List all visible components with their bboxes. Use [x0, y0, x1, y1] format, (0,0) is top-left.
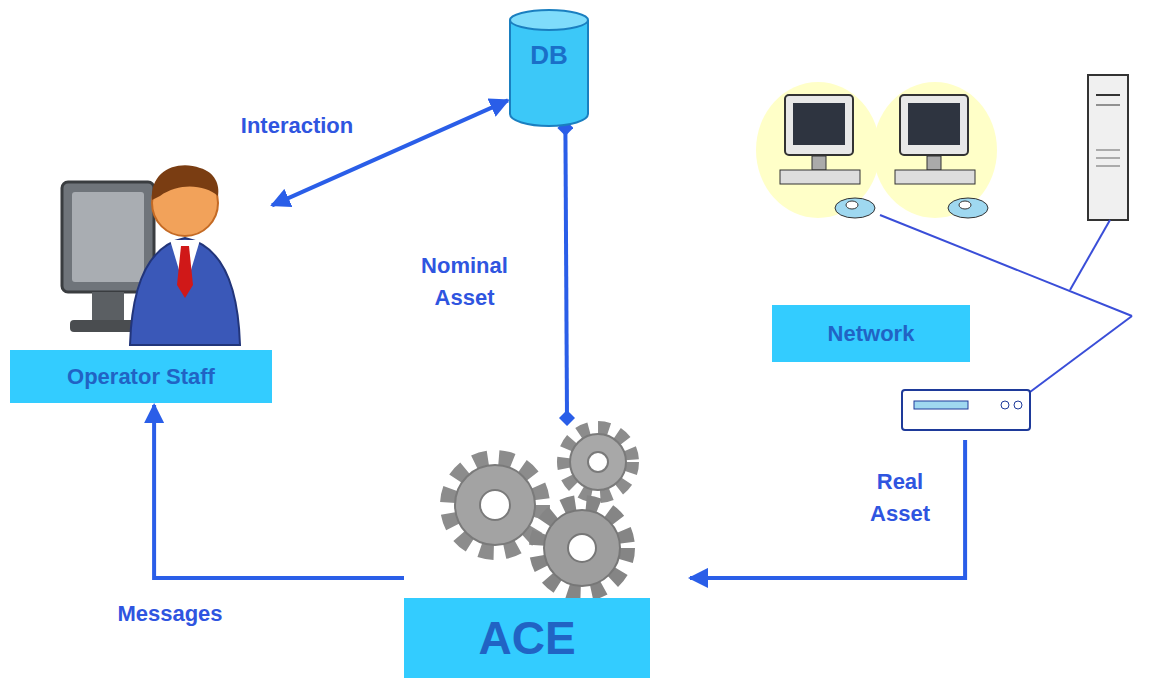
server-tower — [1088, 75, 1128, 220]
connector-arrow — [690, 440, 965, 578]
ace-node: ACE — [404, 418, 690, 678]
connector-arrow — [565, 128, 567, 418]
connector-arrow — [154, 405, 404, 578]
edge-label: Interaction — [212, 110, 382, 142]
router — [902, 390, 1030, 430]
network-node: Network — [750, 65, 1130, 440]
gear — [537, 503, 627, 593]
operator-node: Operator Staff — [10, 170, 272, 405]
computer — [895, 95, 988, 218]
node-label-band: ACE — [404, 598, 650, 678]
edge-label: Real Asset — [850, 466, 950, 530]
network-wires — [880, 215, 1132, 392]
edge-label: Messages — [100, 598, 240, 630]
database-cylinder: DB — [508, 8, 590, 128]
operator-icon — [62, 165, 240, 345]
network-illustration — [756, 75, 1132, 430]
node-label: DB — [508, 40, 590, 71]
node-label-band: Network — [772, 305, 970, 362]
gear — [448, 458, 542, 552]
edge-label: Nominal Asset — [402, 250, 527, 314]
computer — [780, 95, 875, 218]
gears-icon — [448, 428, 632, 593]
gear — [564, 428, 632, 496]
node-label-band: Operator Staff — [10, 350, 272, 403]
